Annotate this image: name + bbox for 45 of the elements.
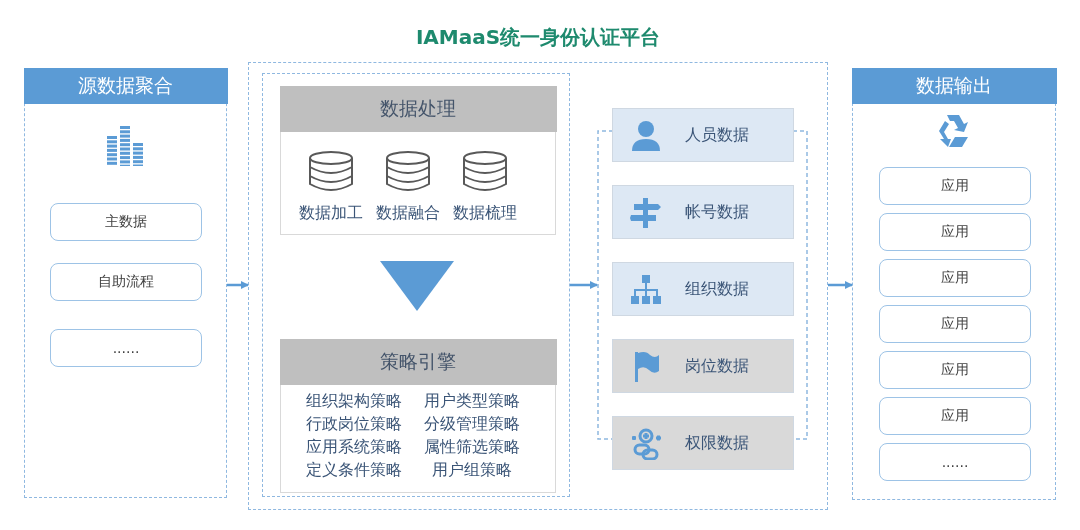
policy-card: [280, 339, 556, 493]
data-category-label: 人员数据: [685, 124, 749, 146]
data-category-box: [612, 108, 794, 162]
source-box: 主数据: [50, 203, 202, 241]
panel: [24, 68, 227, 498]
data-category-box: [612, 339, 794, 393]
application-box: 应用: [879, 259, 1031, 297]
dashed-group-frame: [262, 73, 570, 497]
process-card: [280, 86, 556, 235]
data-category-box: [612, 262, 794, 316]
policy-label: 定义条件策略: [305, 460, 403, 481]
panel: [852, 68, 1056, 500]
source-box: ......: [50, 329, 202, 367]
arrow: [828, 281, 853, 289]
policy-label: 应用系统策略: [305, 437, 403, 458]
policy-label: 分级管理策略: [423, 414, 521, 435]
application-box: 应用: [879, 351, 1031, 389]
policy-label: 组织架构策略: [305, 391, 403, 412]
frame-heading: IAMaaS统一身份认证平台: [414, 24, 662, 51]
card-header: 数据处理: [279, 85, 557, 132]
card-header: 策略引擎: [279, 338, 557, 385]
data-category-label: 帐号数据: [685, 201, 749, 223]
panel-header: 数据输出: [851, 67, 1057, 104]
application-box: 应用: [879, 305, 1031, 343]
process-label: 数据梳理: [452, 203, 518, 224]
application-box: 应用: [879, 167, 1031, 205]
down-triangle-arrow: [380, 261, 454, 311]
source-box: 自助流程: [50, 263, 202, 301]
application-box: 应用: [879, 397, 1031, 435]
process-label: 数据融合: [375, 203, 441, 224]
application-box: 应用: [879, 213, 1031, 251]
data-category-box: [612, 185, 794, 239]
arrow: [227, 281, 249, 289]
policy-label: 属性筛选策略: [423, 437, 521, 458]
process-label: 数据加工: [298, 203, 364, 224]
panel-header: 源数据聚合: [23, 67, 228, 104]
data-category-label: 权限数据: [685, 432, 749, 454]
policy-label: 用户类型策略: [423, 391, 521, 412]
application-box: ......: [879, 443, 1031, 481]
data-category-label: 组织数据: [685, 278, 749, 300]
policy-label: 行政岗位策略: [305, 414, 403, 435]
data-category-box: [612, 416, 794, 470]
data-category-label: 岗位数据: [685, 355, 749, 377]
arrow: [570, 281, 598, 289]
policy-label: 用户组策略: [431, 460, 513, 481]
